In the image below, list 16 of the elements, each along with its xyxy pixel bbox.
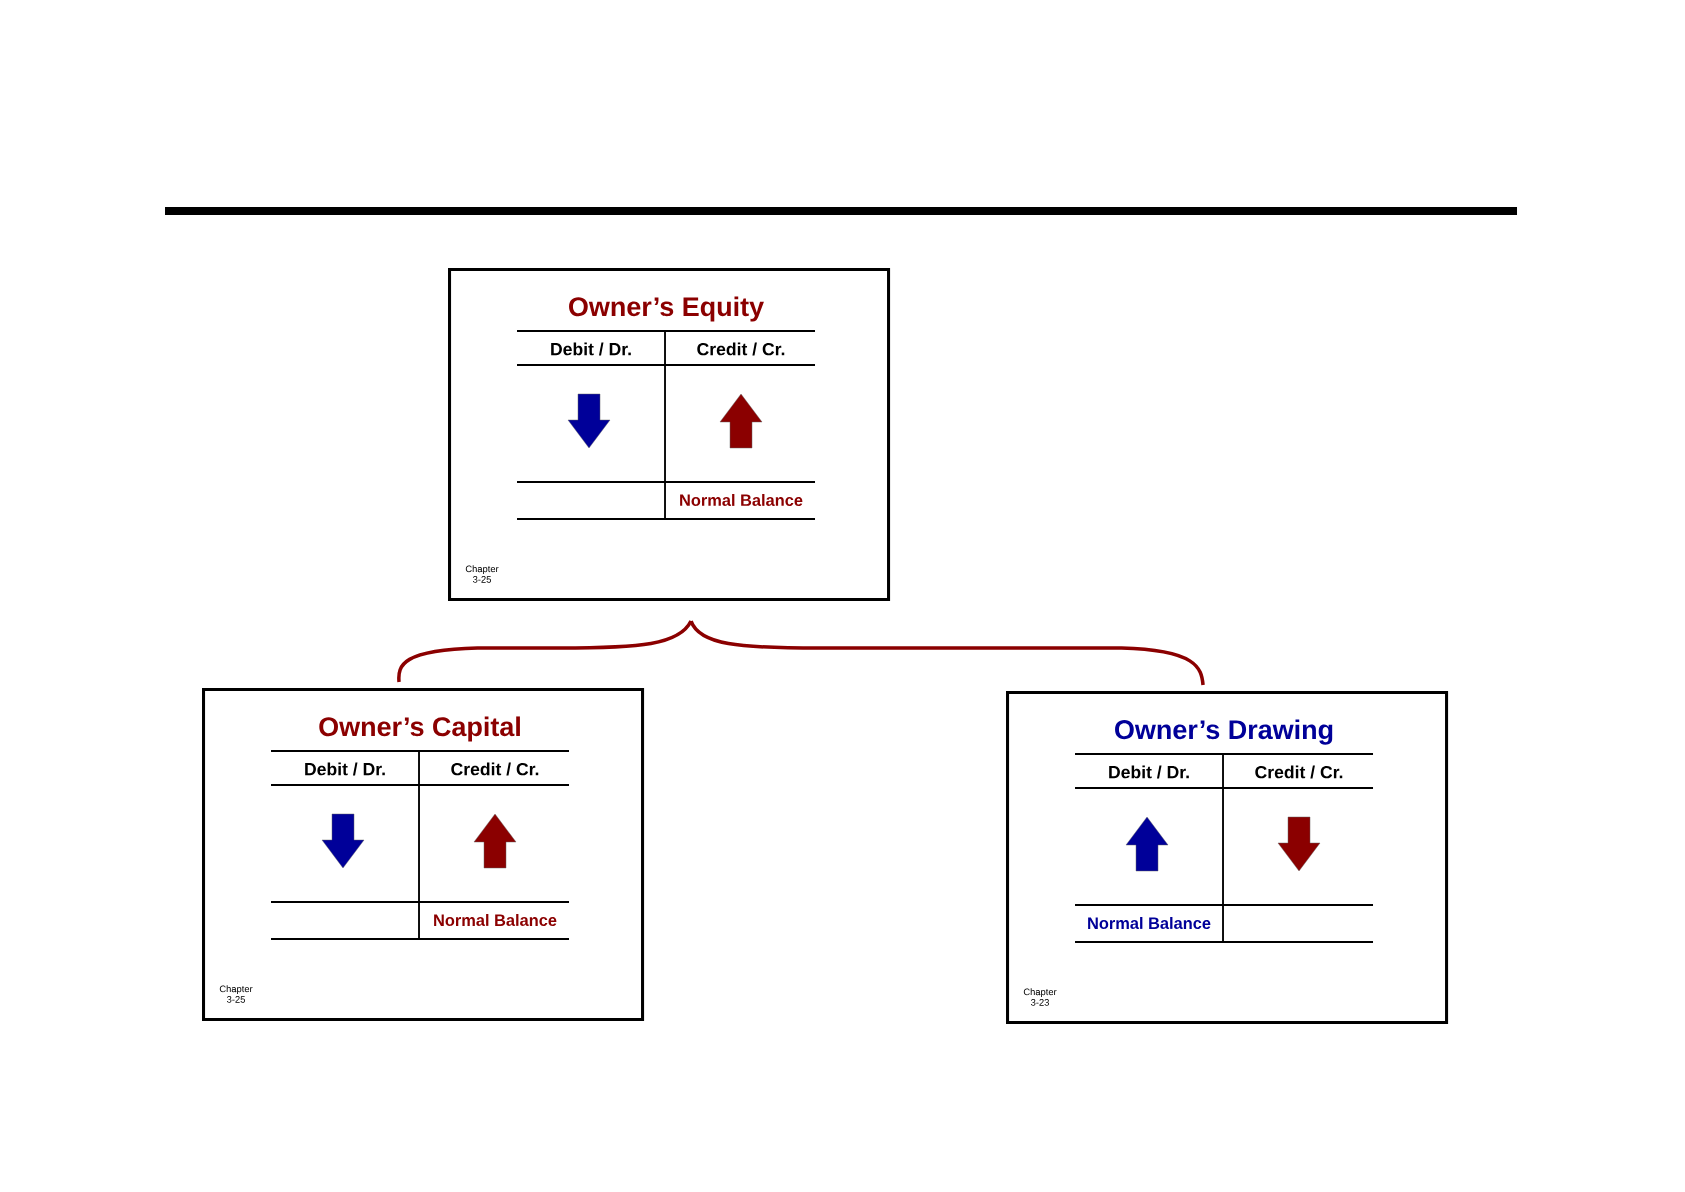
account-title: Owner’s Capital xyxy=(319,716,520,742)
column-header: Credit / Cr. xyxy=(451,762,539,776)
normal-balance-label: Normal Balance xyxy=(1088,917,1211,930)
slide-number: Chapter 3-25 xyxy=(219,985,253,1003)
slide-number: Chapter 3-25 xyxy=(465,565,499,583)
account-title: Owner’s Equity xyxy=(569,296,764,322)
slide-number: Chapter 3-23 xyxy=(1023,988,1057,1006)
column-header: Debit / Dr. xyxy=(305,762,385,776)
column-header: Debit / Dr. xyxy=(1109,765,1189,779)
brace xyxy=(689,620,1205,686)
normal-balance-label: Normal Balance xyxy=(434,914,557,927)
column-header: Debit / Dr. xyxy=(551,342,631,356)
column-header: Credit / Cr. xyxy=(1255,765,1343,779)
column-header: Credit / Cr. xyxy=(697,342,785,356)
normal-balance-label: Normal Balance xyxy=(680,494,803,507)
account-title: Owner’s Drawing xyxy=(1115,719,1333,745)
